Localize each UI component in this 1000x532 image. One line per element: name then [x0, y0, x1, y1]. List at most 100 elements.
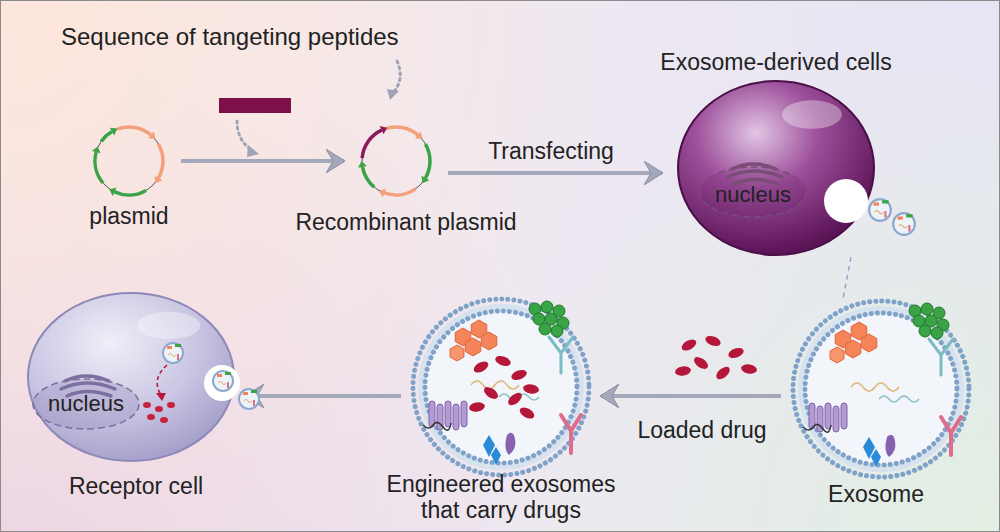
process-arrow — [181, 159, 344, 163]
engineered-exosome: Engineered exosomes that carry drugs — [411, 297, 591, 477]
cell-highlight — [782, 100, 842, 128]
plasmid-gene-head — [379, 189, 386, 197]
receptor-y — [929, 339, 953, 375]
uptake-arrow-head — [156, 393, 166, 401]
plasmid-gene-head — [422, 176, 430, 183]
mini-exosome — [869, 199, 891, 221]
dotted-arrow — [237, 121, 253, 151]
plasmid-gene-arc — [95, 152, 103, 183]
membrane-protein-hexagon — [830, 347, 844, 363]
uptake-arrow — [157, 365, 167, 395]
budding-site — [824, 179, 868, 223]
plasmid-gene-arc — [117, 127, 150, 135]
surface-protein-bead — [931, 327, 943, 339]
tetraspanin — [885, 435, 895, 457]
drug-molecule — [740, 363, 757, 375]
plasmid-gene-head — [92, 146, 101, 153]
lipid-heads-outer — [793, 301, 969, 477]
drug-dot — [160, 417, 168, 423]
node-label: Recombinant plasmid — [278, 209, 534, 235]
receptor-y — [941, 417, 961, 455]
cell-highlight — [137, 312, 200, 340]
plasmid-circle: plasmid — [91, 123, 167, 199]
nucleus: nucleus — [31, 369, 141, 431]
receptor-y — [549, 337, 573, 373]
dotted-arrow — [393, 61, 400, 93]
budding-site — [204, 365, 240, 401]
dotted-arrow-head — [247, 145, 259, 157]
plasmid-gene-arc — [384, 189, 415, 195]
mini-exosome — [163, 343, 183, 363]
lipid-heads-outer — [413, 299, 589, 475]
lipid-heads-inner — [805, 313, 957, 465]
node-label: nucleus — [31, 391, 141, 416]
plasmid-gene-arc — [384, 127, 417, 135]
surface-protein-bead — [919, 325, 931, 337]
plasmid-gene-arc — [362, 130, 382, 158]
node-label: nucleus — [698, 182, 808, 207]
rna-strand — [851, 383, 899, 391]
node-label: Exosome — [766, 481, 986, 507]
mini-exosome — [893, 213, 915, 235]
membrane-protein-hexagon — [465, 338, 481, 356]
membrane-protein-hexagon — [450, 345, 464, 361]
plasmid-gene-head — [148, 132, 155, 139]
plasmid-backbone — [95, 127, 163, 195]
edge-label: Transfecting — [488, 138, 614, 165]
surface-protein-bead — [921, 303, 933, 315]
exosome-shape — [791, 299, 971, 479]
plasmid-backbone — [362, 127, 430, 195]
receptor-cell: Receptor cellnucleus — [26, 291, 236, 463]
nucleus: nucleus — [698, 157, 808, 219]
protein-tail — [803, 424, 831, 432]
plasmid-gene-arc — [425, 144, 430, 178]
released-drugs — [143, 402, 175, 423]
drug-molecule — [727, 346, 745, 360]
node-label: plasmid — [49, 203, 209, 229]
plasmid-shape — [91, 123, 167, 199]
process-arrow — [601, 394, 781, 398]
tetraspanin — [483, 435, 501, 465]
node-label: Receptor cell — [11, 473, 261, 499]
loaded-drug — [506, 390, 524, 407]
cell-membrane — [28, 293, 234, 461]
rna-strand — [471, 381, 519, 389]
tetraspanin — [863, 437, 881, 467]
engineered-exosome-shape — [411, 297, 591, 477]
mini-exosome — [213, 371, 233, 391]
loaded-drug — [522, 383, 539, 395]
peptide-sequence: Sequence of tangeting peptides — [61, 23, 481, 118]
transmembrane-protein — [841, 403, 847, 429]
exosome-donor-cell: Exosome-derived cellsnucleus — [676, 79, 876, 257]
receptor-y — [561, 415, 581, 453]
drug-dot — [167, 402, 175, 408]
surface-protein-bead — [541, 301, 553, 313]
drug-molecule — [680, 337, 698, 353]
transmembrane-protein — [445, 401, 451, 427]
protein-tail — [423, 422, 451, 430]
recombinant-plasmid: Recombinant plasmid — [358, 123, 434, 199]
node-label: Sequence of tangeting peptides — [61, 23, 481, 51]
loaded-drug — [482, 385, 500, 402]
loaded-drug — [472, 359, 490, 375]
drug-molecule — [674, 365, 691, 377]
golgi-stack — [728, 164, 782, 184]
peptide-bar — [219, 98, 291, 113]
drug-molecule — [704, 334, 722, 348]
plasmid-gene-head — [110, 128, 117, 136]
plasmid-gene-arc — [363, 167, 375, 187]
exosome: Exosome — [791, 299, 971, 479]
loaded-drug — [510, 368, 528, 382]
mini-exosome — [239, 389, 259, 409]
plasmid-gene-head — [358, 161, 367, 168]
plasmid-gene-head — [155, 176, 163, 183]
dna-strand — [879, 396, 919, 402]
transmembrane-protein — [833, 406, 839, 432]
transmembrane-protein — [825, 403, 831, 429]
surface-protein-bead — [551, 325, 563, 337]
tetraspanin — [505, 433, 515, 455]
loaded-drug — [468, 401, 485, 413]
